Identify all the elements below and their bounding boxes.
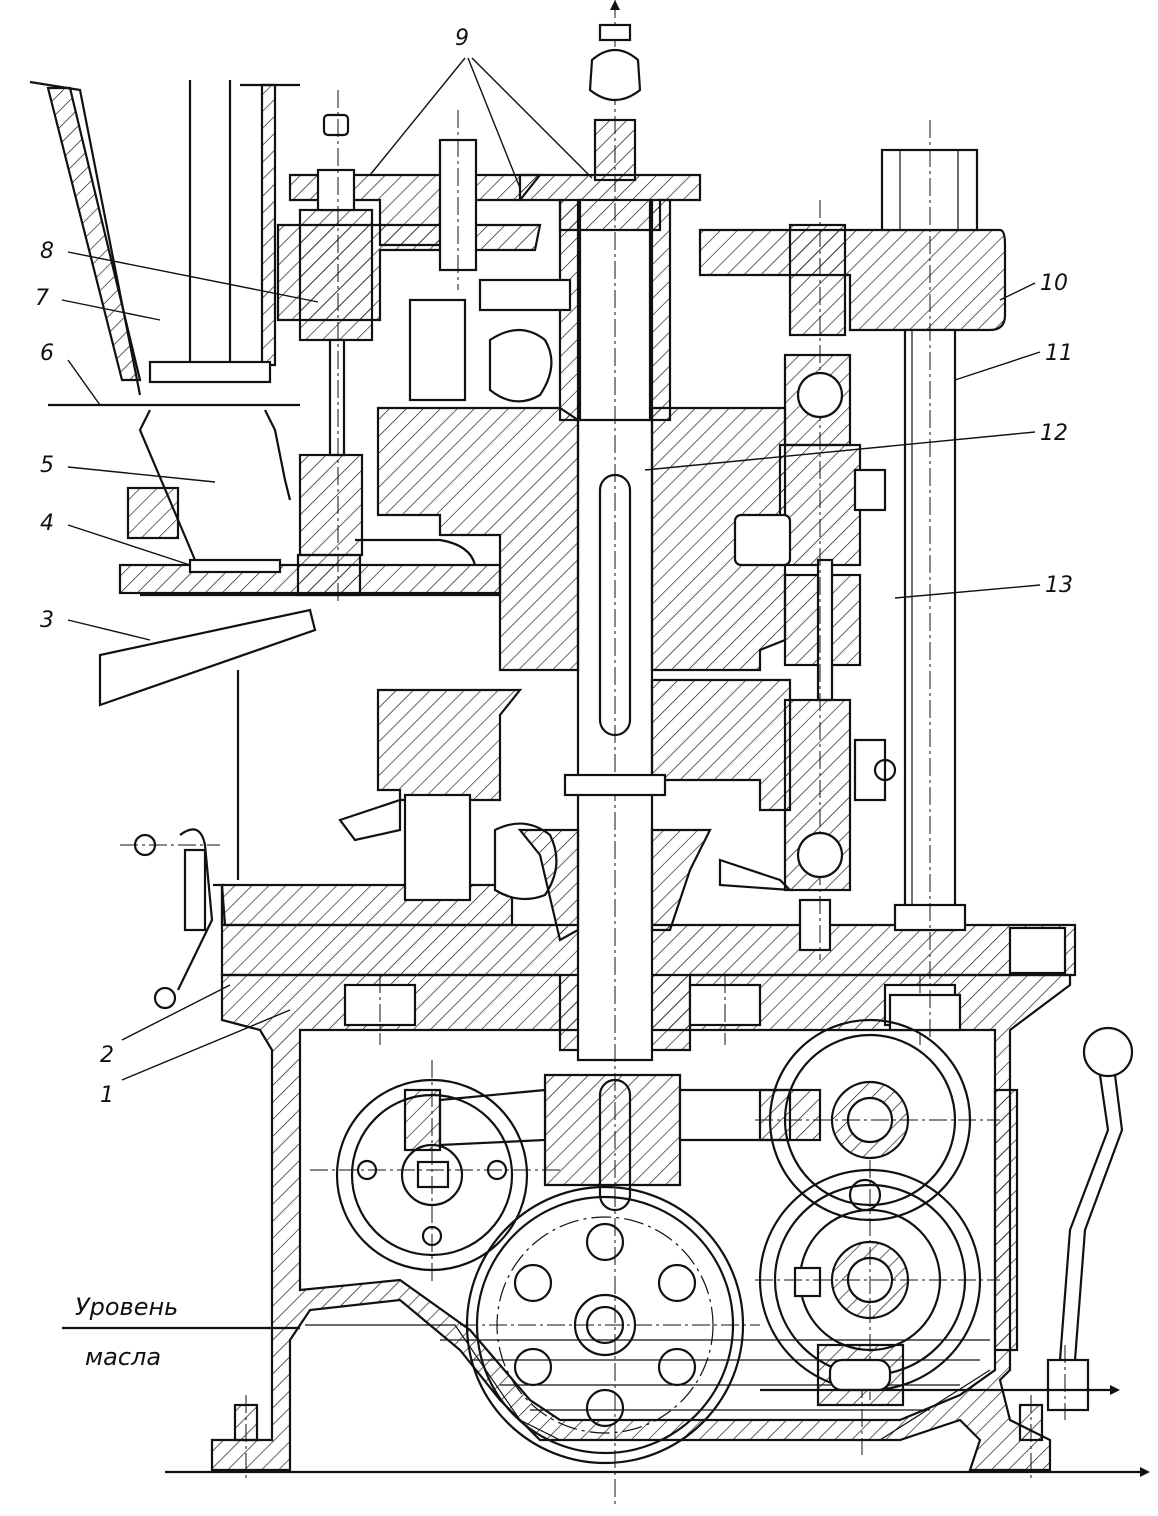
label-9: 9 [455, 26, 469, 51]
hopper [29, 80, 300, 561]
oil-level-line1: Уровень [75, 1293, 178, 1321]
ground-line [165, 1467, 1150, 1477]
crank-housing [403, 1073, 822, 1187]
label-7: 7 [35, 286, 49, 311]
oil-level-line2: масла [85, 1343, 161, 1371]
lower-head [338, 678, 793, 942]
right-lever [760, 1026, 1134, 1420]
left-lever [120, 670, 240, 1010]
lower-right-wheel [755, 1160, 1000, 1407]
label-3: 3 [40, 608, 54, 633]
main-gear [460, 1185, 760, 1465]
label-11: 11 [1045, 341, 1073, 366]
feed-shoe [98, 538, 502, 707]
label-13: 13 [1045, 573, 1073, 598]
oil-level-label: Уровень масла [75, 1293, 178, 1371]
main-shaft [558, 0, 672, 1505]
label-5: 5 [40, 453, 54, 478]
guide-column [880, 120, 979, 1040]
adjustment-screw [733, 200, 897, 960]
upper-punch-column [298, 90, 478, 605]
part-labels: 9 8 7 6 5 4 3 2 1 10 11 12 13 [35, 26, 1073, 1108]
label-10: 10 [1040, 271, 1068, 296]
label-12: 12 [1040, 421, 1068, 446]
oil-sump [62, 1324, 991, 1441]
label-1: 1 [100, 1083, 114, 1108]
cam-wheel-left [310, 1060, 560, 1285]
label-2: 2 [100, 1043, 114, 1068]
label-8: 8 [40, 239, 54, 264]
label-4: 4 [40, 511, 54, 536]
label-6: 6 [40, 341, 54, 366]
